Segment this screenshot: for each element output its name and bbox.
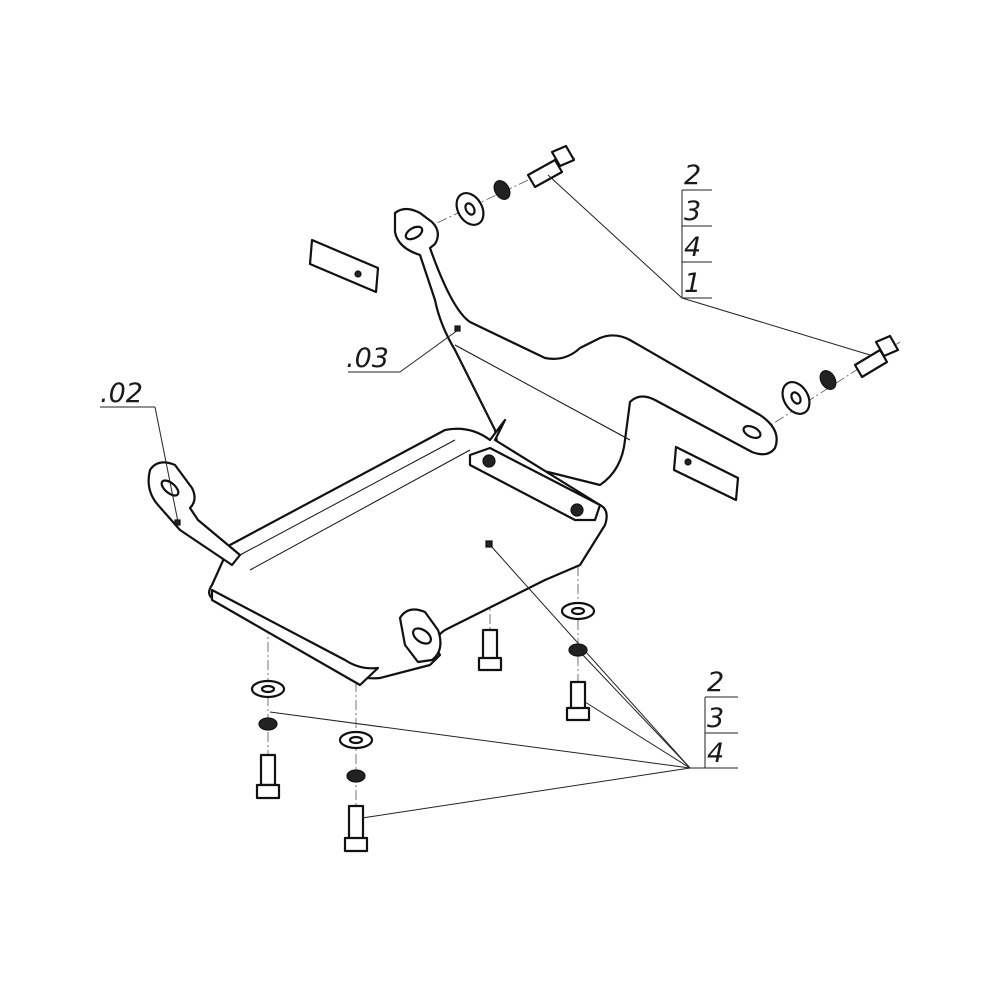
callout-top-item: 4: [684, 232, 701, 263]
fastener-set-top-left: [455, 144, 576, 226]
fastener-set-top-right: [781, 334, 900, 415]
bracket-02-lug: [398, 608, 442, 664]
fastener-stack-4: [560, 601, 596, 722]
spring-washer-icon: [568, 643, 588, 657]
bracket-02-arm: [147, 461, 242, 567]
cross-strap: [468, 446, 602, 522]
bolt-icon: [481, 628, 499, 662]
bolt-icon: [259, 753, 277, 787]
bolt-icon: [347, 804, 365, 841]
spring-washer-icon: [346, 769, 366, 783]
callout-bottom: 2 3 4: [707, 667, 724, 769]
callout-top-item: 2: [684, 160, 701, 191]
label-bracket-03: .03: [346, 343, 389, 374]
bolt-head-strap-right: [570, 503, 584, 517]
spacer-plate-right: [672, 445, 740, 502]
callout-bottom-item: 2: [707, 667, 724, 698]
spring-washer-icon: [819, 370, 837, 390]
callout-bottom-item: 3: [707, 703, 724, 734]
spacer-plate-left: [308, 238, 380, 294]
fastener-stack-2: [338, 730, 374, 853]
bolt-icon: [569, 680, 587, 712]
bolt-icon: [526, 158, 564, 189]
callout-top-item: 1: [684, 268, 701, 299]
fastener-stack-1: [250, 679, 286, 800]
axis-top-right: [759, 341, 901, 433]
bolt-icon: [853, 348, 889, 379]
fastener-stack-3: [477, 628, 503, 672]
spring-washer-icon: [493, 180, 511, 200]
callout-bottom-item: 4: [707, 738, 724, 769]
callout-top-item: 3: [684, 196, 701, 227]
bolt-head-strap-left: [482, 454, 496, 468]
label-bracket-02: .02: [100, 378, 143, 409]
leader-lines: [100, 174, 871, 819]
spring-washer-icon: [258, 717, 278, 731]
bracket-03: [393, 207, 778, 487]
callout-top: 2 3 4 1: [684, 160, 701, 299]
